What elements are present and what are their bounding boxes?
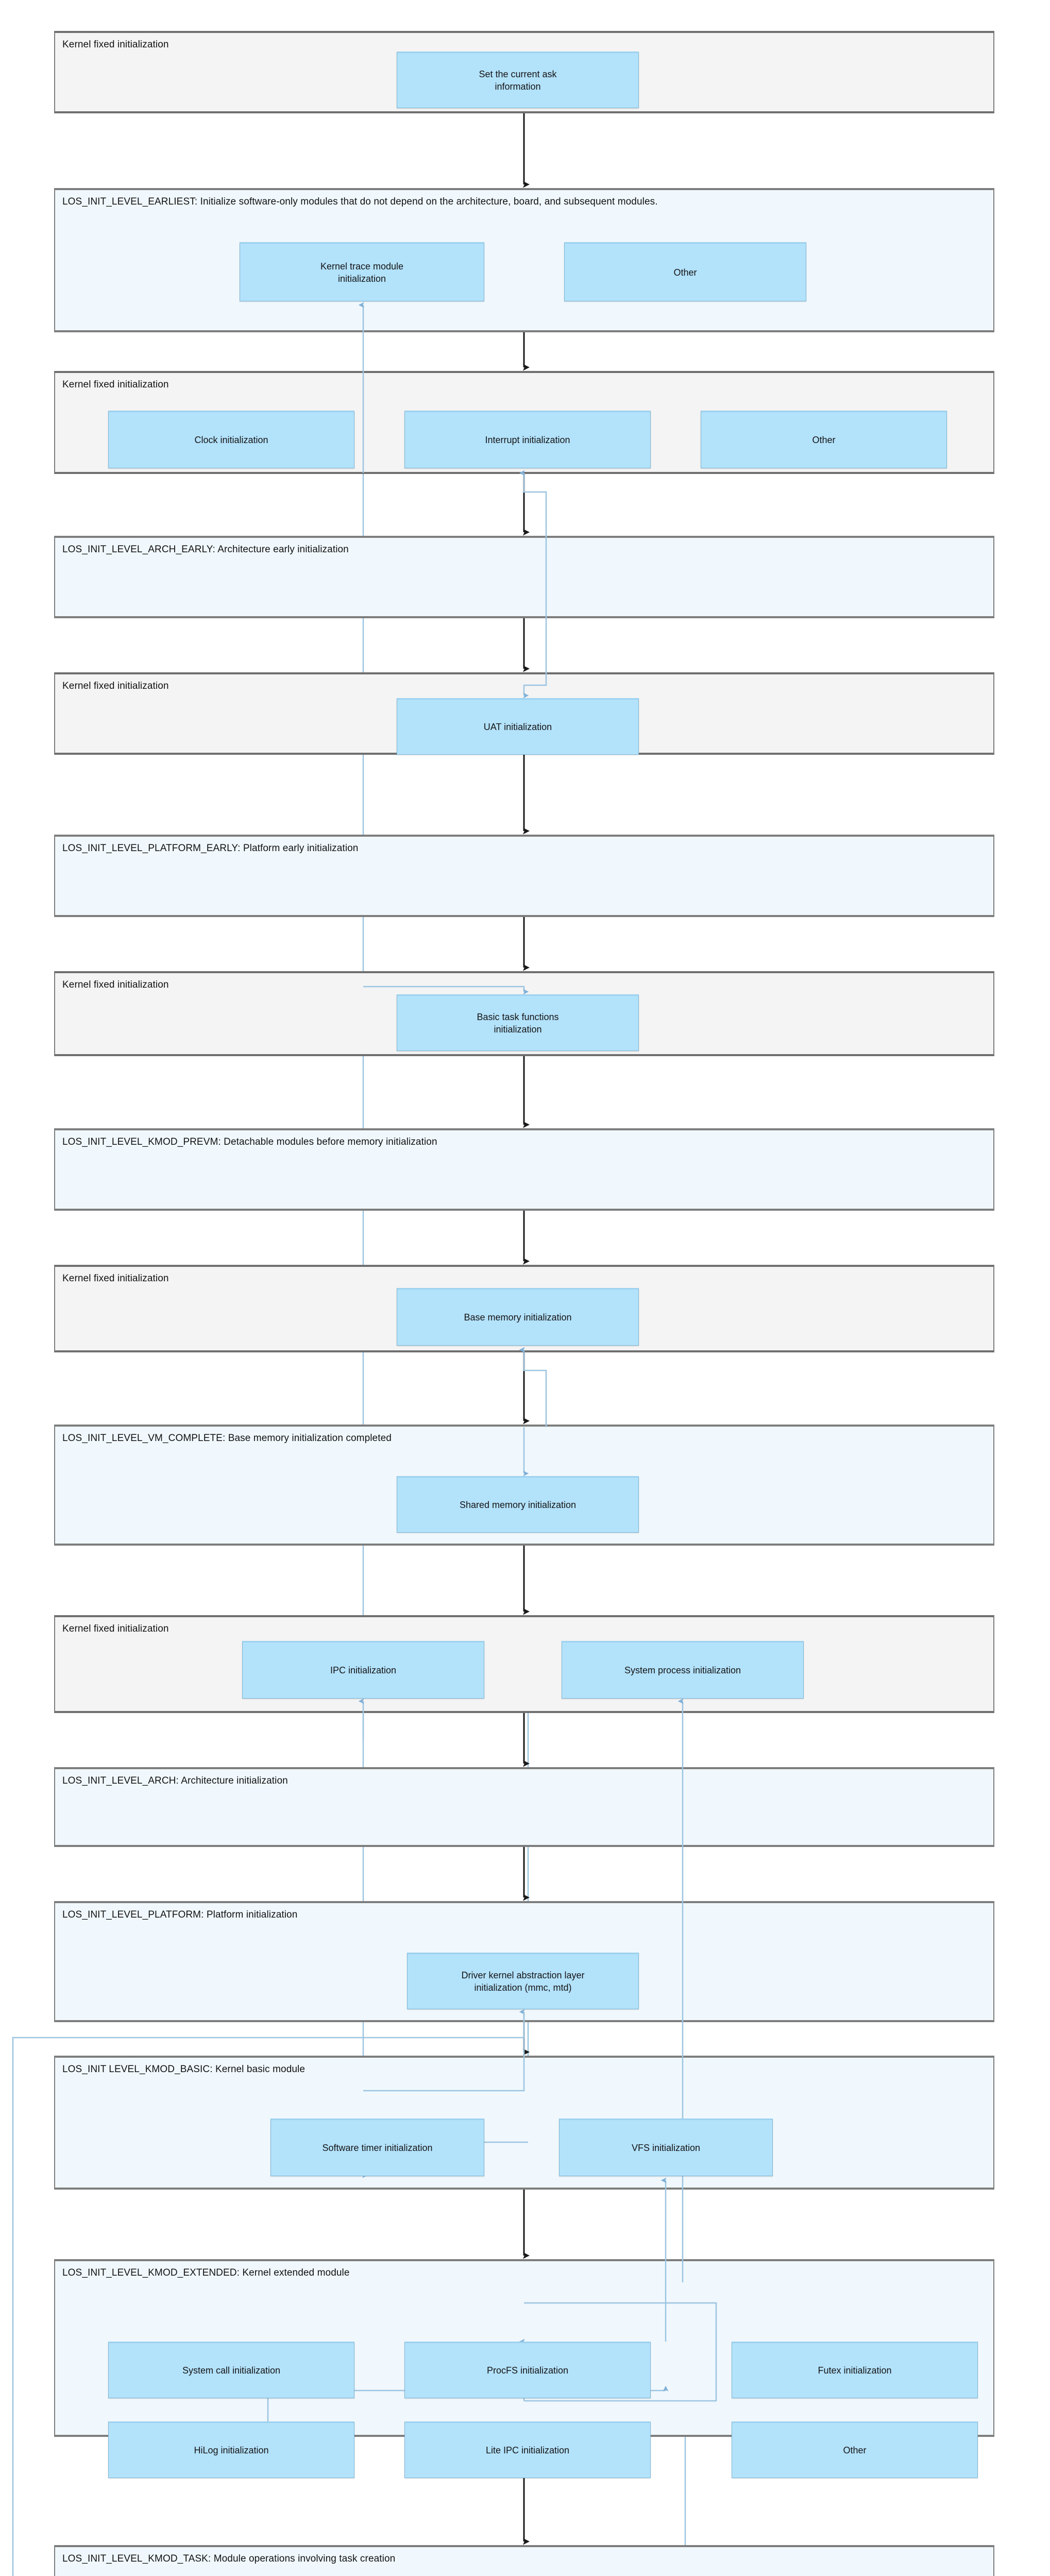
group-title: LOS_INIT_LEVEL_VM_COMPLETE: Base memory … <box>62 1433 392 1444</box>
node-driver-kal-initialization[interactable]: Driver kernel abstraction layer initiali… <box>407 1953 639 2009</box>
node-system-call-initialization[interactable]: System call initialization <box>108 2342 354 2398</box>
node-procfs-initialization[interactable]: ProcFS initialization <box>404 2342 651 2398</box>
group-title: Kernel fixed initialization <box>62 1273 169 1284</box>
group-kernel-fixed-6: Kernel fixed initialization <box>54 1615 994 1713</box>
node-other-extended[interactable]: Other <box>732 2421 978 2478</box>
node-basic-task-functions-init[interactable]: Basic task functions initialization <box>397 994 639 1051</box>
node-set-current-task[interactable]: Set the current ask information <box>397 52 639 108</box>
group-title: LOS_INIT_LEVEL_KMOD_PREVM: Detachable mo… <box>62 1137 437 1147</box>
group-los-init-level-arch-early: LOS_INIT_LEVEL_ARCH_EARLY: Architecture … <box>54 536 994 618</box>
node-system-process-initialization[interactable]: System process initialization <box>562 1641 804 1699</box>
group-title: Kernel fixed initialization <box>62 39 169 50</box>
group-title: LOS_INIT_LEVEL_PLATFORM: Platform initia… <box>62 1909 298 1920</box>
group-title: LOS_INIT LEVEL_KMOD_BASIC: Kernel basic … <box>62 2064 306 2075</box>
group-los-init-level-arch: LOS_INIT_LEVEL_ARCH: Architecture initia… <box>54 1767 994 1847</box>
group-los-init-level-earliest: LOS_INIT_LEVEL_EARLIEST: Initialize soft… <box>54 188 994 332</box>
group-los-init-level-platform-early: LOS_INIT_LEVEL_PLATFORM_EARLY: Platform … <box>54 835 994 917</box>
group-title: Kernel fixed initialization <box>62 681 169 691</box>
group-los-init-level-kmod-prevm: LOS_INIT_LEVEL_KMOD_PREVM: Detachable mo… <box>54 1128 994 1211</box>
group-los-init-level-kmod-basic: LOS_INIT LEVEL_KMOD_BASIC: Kernel basic … <box>54 2056 994 2190</box>
group-title: Kernel fixed initialization <box>62 1623 169 1634</box>
node-base-memory-initialization[interactable]: Base memory initialization <box>397 1288 639 1346</box>
node-kernel-trace-module-init[interactable]: Kernel trace module initialization <box>240 242 484 301</box>
group-title: LOS_INIT_LEVEL_ARCH_EARLY: Architecture … <box>62 544 349 555</box>
node-clock-initialization[interactable]: Clock initialization <box>108 411 354 468</box>
group-title: Kernel fixed initialization <box>62 979 169 990</box>
node-hilog-initialization[interactable]: HiLog initialization <box>108 2421 354 2478</box>
group-los-init-level-kmod-task: LOS_INIT_LEVEL_KMOD_TASK: Module operati… <box>54 2545 994 2576</box>
node-other-earliest[interactable]: Other <box>564 242 806 301</box>
group-title: LOS_INIT_LEVEL_KMOD_EXTENDED: Kernel ext… <box>62 2267 350 2278</box>
group-title: LOS_INIT_LEVEL_PLATFORM_EARLY: Platform … <box>62 843 359 854</box>
group-title: LOS_INIT_LEVEL_KMOD_TASK: Module operati… <box>62 2553 396 2564</box>
node-futex-initialization[interactable]: Futex initialization <box>732 2342 978 2398</box>
group-title: Kernel fixed initialization <box>62 379 169 390</box>
node-lite-ipc-initialization[interactable]: Lite IPC initialization <box>404 2421 651 2478</box>
node-interrupt-initialization[interactable]: Interrupt initialization <box>404 411 651 468</box>
node-shared-memory-initialization[interactable]: Shared memory initialization <box>397 1476 639 1533</box>
group-title: LOS_INIT_LEVEL_EARLIEST: Initialize soft… <box>62 196 658 207</box>
group-title: LOS_INIT_LEVEL_ARCH: Architecture initia… <box>62 1775 288 1786</box>
node-other-fixed-2[interactable]: Other <box>701 411 947 468</box>
node-ipc-initialization[interactable]: IPC initialization <box>242 1641 484 1699</box>
node-software-timer-initialization[interactable]: Software timer initialization <box>270 2119 484 2176</box>
node-vfs-initialization[interactable]: VFS initialization <box>559 2119 773 2176</box>
node-uat-initialization[interactable]: UAT initialization <box>397 698 639 755</box>
